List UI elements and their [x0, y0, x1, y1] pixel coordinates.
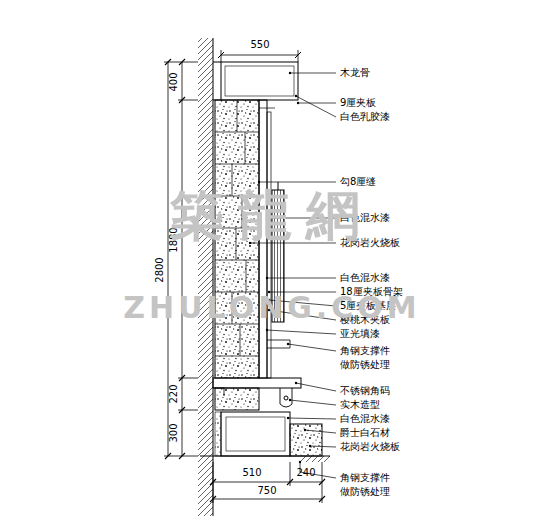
callout-label: 白色乳胶漆 [340, 111, 390, 123]
dimension-value: 550 [250, 39, 269, 51]
callout-label: 角钢支撑件 [340, 345, 390, 357]
dimension-value: 240 [296, 467, 315, 479]
dimension-value: 510 [242, 467, 261, 479]
callout-label: 亚光填漆 [340, 328, 380, 340]
callout-label: 爵士白石材 [340, 427, 390, 439]
callout-label: 9厘夹板 [340, 97, 376, 109]
dimension-value: 2800 [154, 257, 166, 282]
callout-label: 实木造型 [340, 399, 380, 411]
callout-label: 做防锈处理 [340, 359, 390, 371]
dimension-value: 220 [168, 384, 180, 403]
callout-label: 木龙骨 [340, 67, 370, 79]
callout-label: 做防锈处理 [340, 486, 390, 498]
dimension-value: 400 [168, 72, 180, 91]
callout-label: 白色混水漆 [340, 413, 390, 425]
dimension-value: 300 [168, 423, 180, 442]
callout-label: 白色混水漆 [340, 272, 390, 284]
callout-label: 花岗岩火烧板 [340, 441, 400, 453]
watermark: ZHULONG.COM [123, 290, 420, 326]
watermark: 築龍網 [170, 183, 374, 248]
callout-label: 角钢支撑件 [340, 472, 390, 484]
dimension-value: 750 [257, 485, 276, 497]
callout-label: 不锈钢角码 [340, 385, 390, 397]
